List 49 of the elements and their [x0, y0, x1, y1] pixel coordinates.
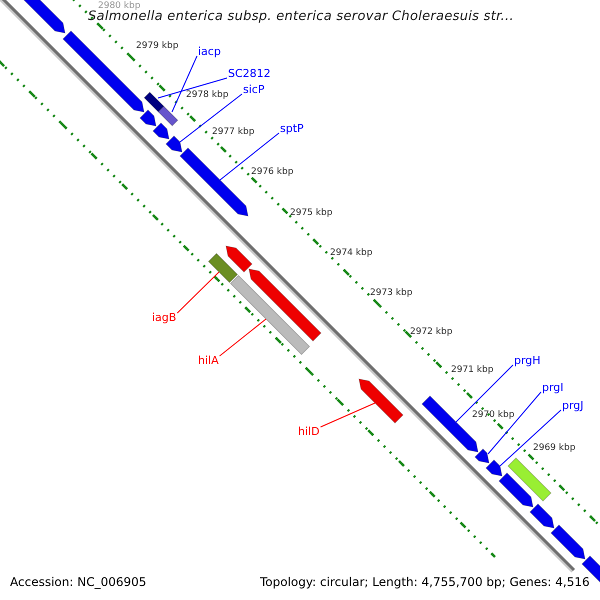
gene-block: [358, 378, 404, 424]
gene-box: [230, 274, 310, 356]
gene-label: iacp: [198, 46, 221, 57]
scale-label: 2969 kbp: [533, 444, 576, 453]
scale-label: 2979 kbp: [136, 42, 178, 51]
gene-block: [248, 268, 322, 342]
leader-line: [158, 78, 228, 98]
gene-box: [507, 457, 552, 502]
leader-line: [500, 410, 562, 466]
title: Salmonella enterica subsp. enterica serovar Choleraesuis str...: [88, 10, 514, 23]
footer-text: Accession: NC_006905: [10, 576, 146, 588]
leader-line: [219, 318, 266, 356]
gene-block: [474, 448, 490, 464]
gene-label: prgJ: [562, 400, 584, 411]
leader-line: [320, 402, 376, 428]
scale-label: 2972 kbp: [410, 328, 452, 337]
gene-block: [179, 147, 248, 216]
leader-line: [172, 56, 198, 112]
leader-line: [488, 392, 542, 454]
scale-label: 2977 kbp: [212, 128, 254, 137]
leader-line: [180, 94, 242, 142]
leader-line: [456, 364, 514, 422]
scale-label: 2973 kbp: [370, 289, 412, 298]
gene-block: [498, 472, 534, 508]
scale-label: 2971 kbp: [451, 366, 494, 375]
gene-block: [139, 109, 156, 126]
scale-label: 2980 kbp: [98, 2, 140, 11]
gene-label: iagB: [152, 312, 176, 323]
gene-label: sptP: [280, 123, 304, 134]
gene-box: [144, 92, 164, 112]
footer-text: Topology: circular; Length: 4,755,700 bp; Genes: 4,516: [260, 576, 590, 588]
gene-box: [158, 106, 178, 126]
gene-box: [208, 252, 238, 284]
gene-block: [165, 135, 182, 152]
scale-label: 2970 kbp: [472, 411, 514, 420]
leader-line: [176, 272, 220, 314]
gene-block: [550, 524, 586, 560]
scale-label: 2974 kbp: [330, 249, 372, 258]
leader-line: [220, 132, 280, 180]
gene-block: [485, 459, 502, 476]
gene-label: SC2812: [228, 68, 271, 79]
gene-label: sicP: [243, 84, 264, 95]
scale-label: 2978 kbp: [186, 91, 228, 100]
gene-label: prgH: [514, 355, 541, 366]
gene-block: [152, 122, 170, 140]
gene-label: hilD: [298, 426, 320, 437]
gene-label: hilA: [198, 355, 219, 366]
scale-label: 2975 kbp: [290, 209, 332, 218]
gene-label: prgI: [542, 382, 564, 393]
